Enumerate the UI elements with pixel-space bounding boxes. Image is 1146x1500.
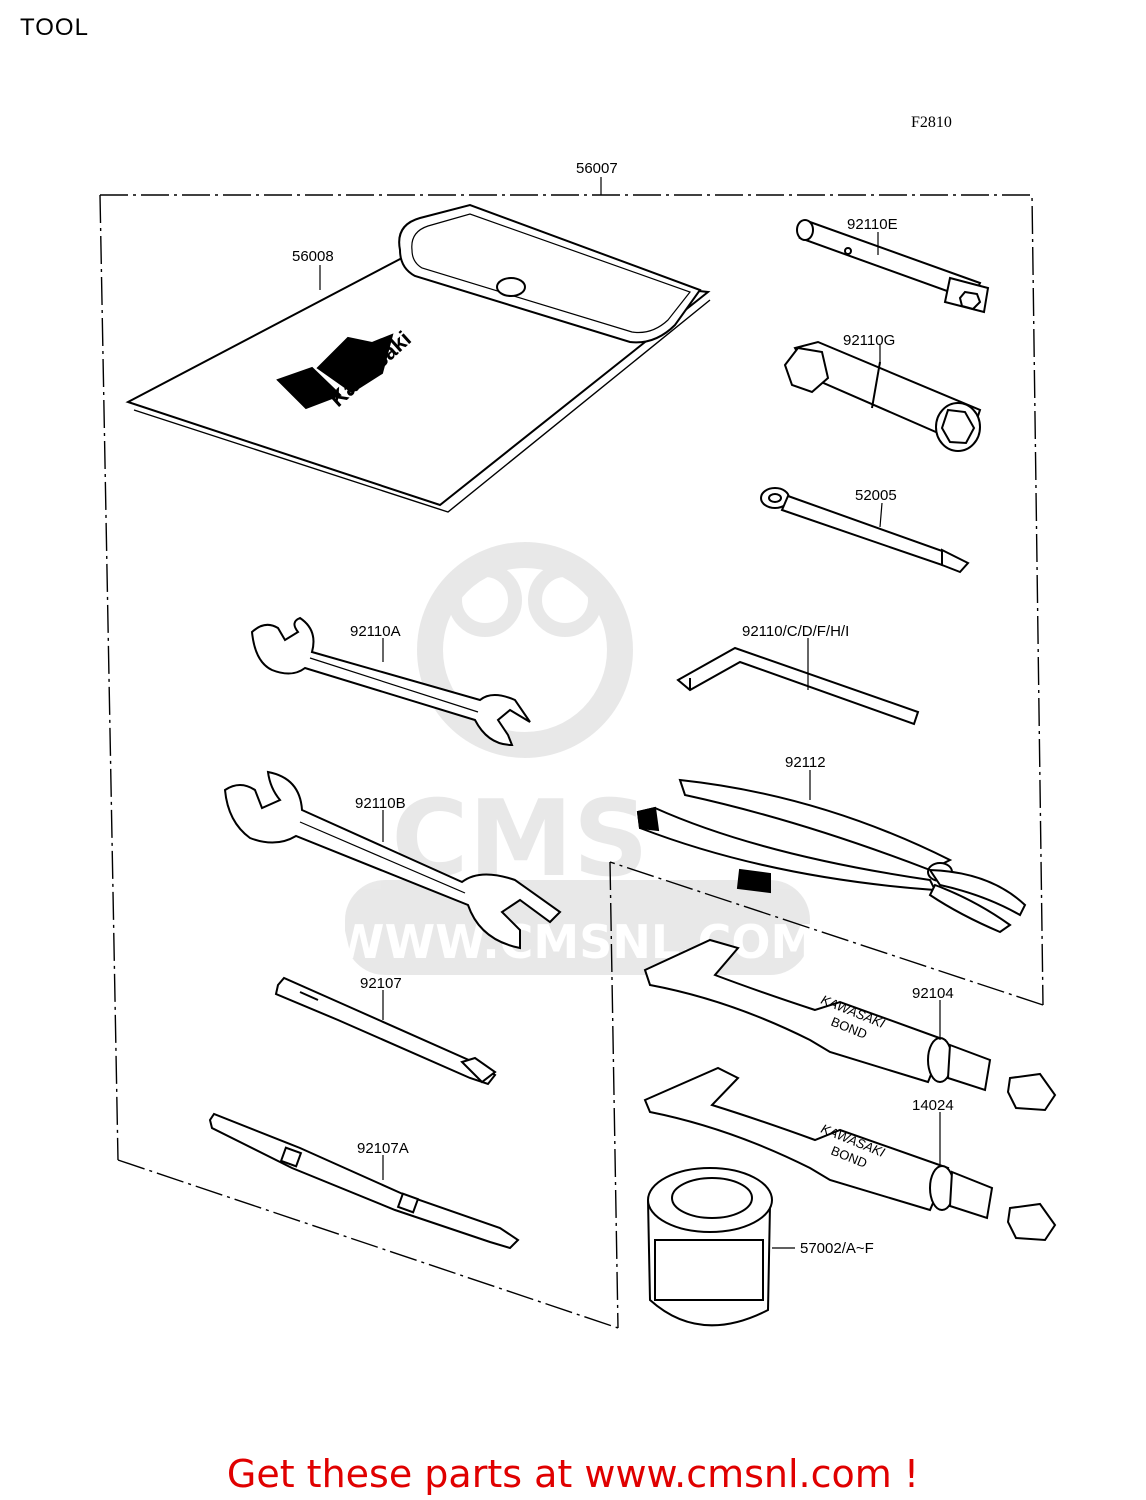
label-92110b: 92110B: [355, 795, 406, 812]
label-92110e: 92110E: [847, 216, 898, 233]
label-92104: 92104: [912, 985, 954, 1002]
screwdriver-92107: [274, 976, 497, 1086]
footer-link[interactable]: Get these parts at www.cmsnl.com !: [226, 1452, 920, 1496]
label-92107: 92107: [360, 975, 402, 992]
box-wrench-92110e: [796, 219, 990, 314]
figure-code: F2810: [911, 114, 952, 131]
label-92112: 92112: [785, 754, 826, 771]
parts-diagram: CMS WWW.CMSNL.COM Kawasaki 56008 92110E: [99, 160, 1057, 1329]
label-56007: 56007: [576, 160, 618, 177]
label-92107a: 92107A: [357, 1140, 409, 1157]
label-14024: 14024: [912, 1097, 954, 1114]
plug-wrench-92110g: [783, 340, 982, 452]
label-92110g: 92110G: [843, 332, 895, 349]
hex-key-set: [676, 646, 920, 726]
grease-can-57002: [647, 1167, 773, 1327]
watermark-url: WWW.CMSNL.COM: [334, 915, 817, 969]
label-hex-keys: 92110/C/D/F/H/I: [742, 623, 849, 640]
wrench-92110a: [250, 616, 531, 747]
kit-boundary: [99, 194, 1044, 1329]
label-92110a: 92110A: [350, 623, 401, 640]
cms-watermark: CMS WWW.CMSNL.COM: [334, 542, 817, 975]
wrench-92110b: [223, 770, 562, 950]
screwdriver-92107a: [208, 1112, 520, 1250]
handle-52005: [760, 487, 970, 574]
pliers-92112: [636, 778, 1027, 934]
tool-pouch: Kawasaki: [125, 203, 711, 513]
page-title: TOOL: [20, 14, 89, 41]
label-52005: 52005: [855, 487, 897, 504]
label-56008: 56008: [292, 248, 334, 265]
label-57002: 57002/A~F: [800, 1240, 874, 1257]
